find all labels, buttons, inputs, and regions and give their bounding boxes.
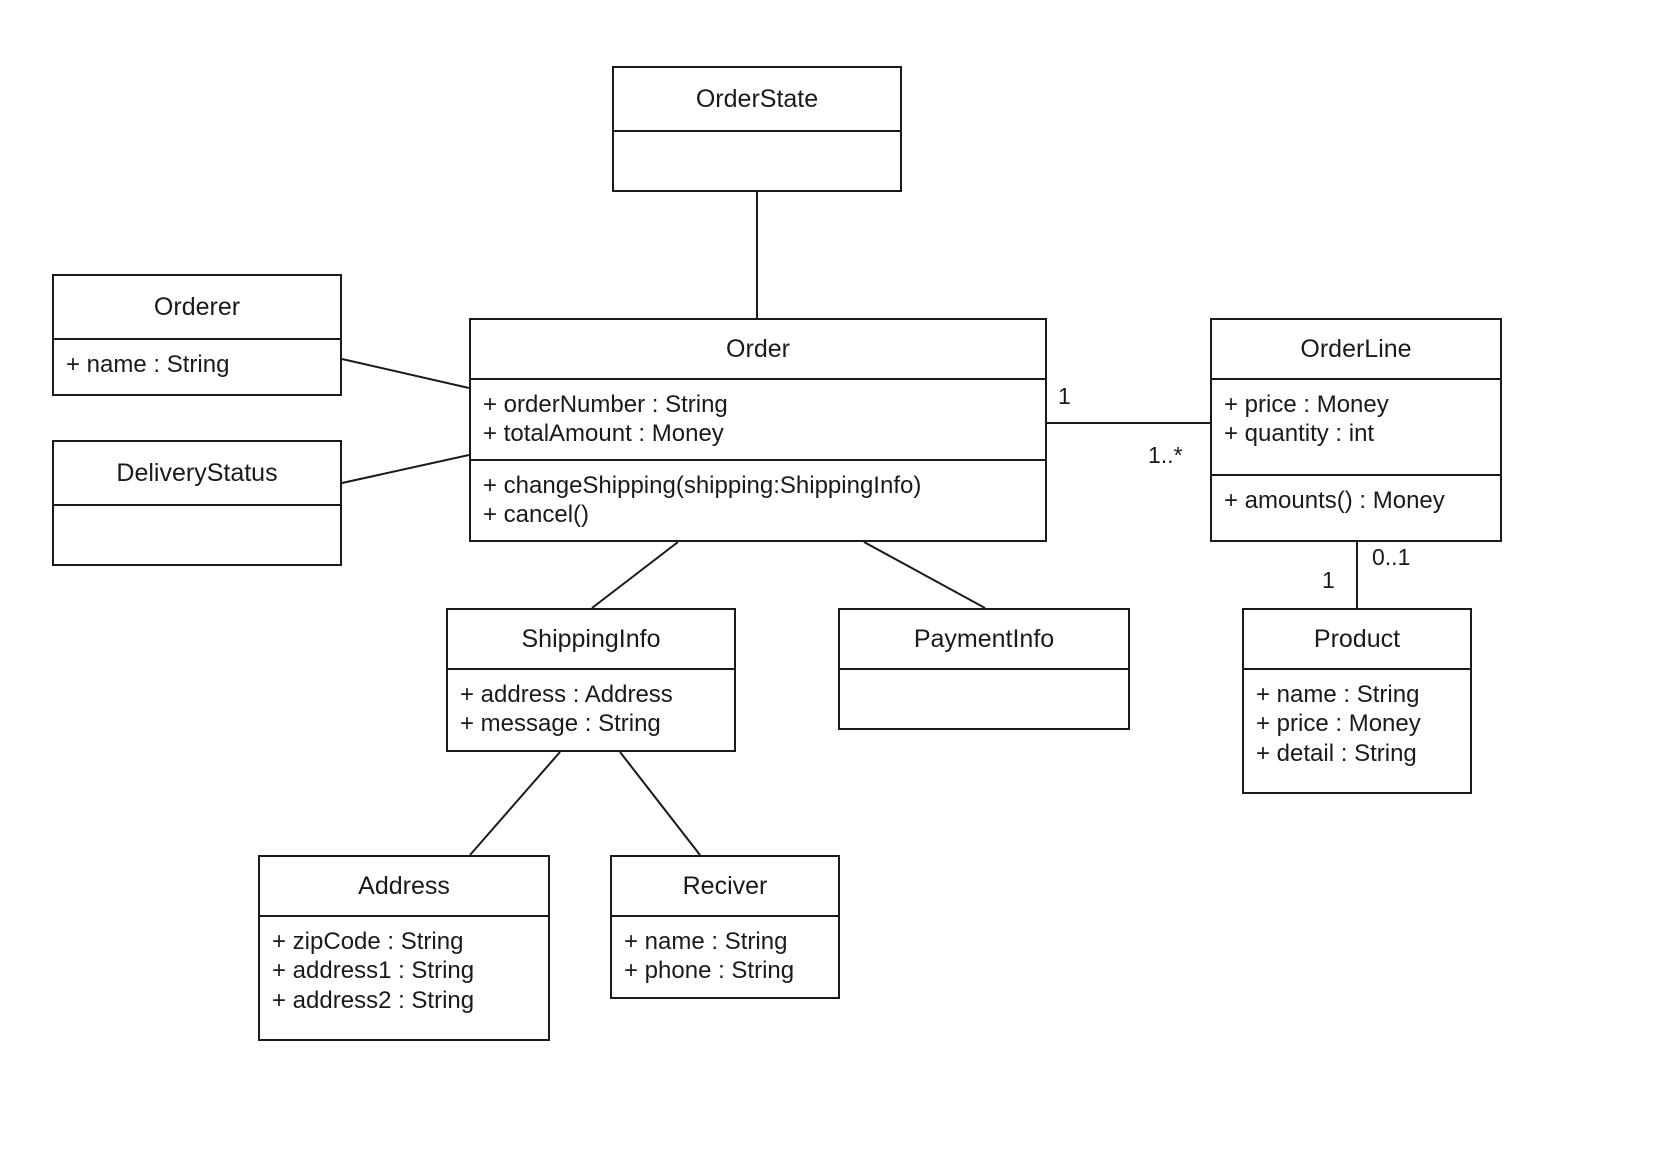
attribute-row: + phone : String — [624, 957, 795, 985]
attribute-row: + quantity : int — [1224, 420, 1375, 448]
attribute-row: + totalAmount : Money — [483, 420, 724, 448]
class-name-orderline: OrderLine — [1300, 335, 1412, 363]
operation-row: + cancel() — [483, 501, 590, 529]
multiplicity-orderline-product-lower: 1 — [1322, 567, 1335, 593]
attribute-row: + address2 : String — [272, 986, 475, 1014]
attributes-compartment-reciver: + name : String+ phone : String — [612, 915, 838, 997]
class-box-product[interactable]: Product + name : String+ price : Money+ d… — [1242, 608, 1472, 794]
class-box-paymentinfo[interactable]: PaymentInfo — [838, 608, 1130, 730]
class-box-orderline[interactable]: OrderLine + price : Money+ quantity : int… — [1210, 318, 1502, 542]
operations-compartment-orderline: + amounts() : Money — [1212, 473, 1500, 540]
class-name-paymentinfo: PaymentInfo — [913, 625, 1055, 653]
attributes-compartment-orderer: + name : String — [54, 338, 340, 394]
class-box-deliverystatus[interactable]: DeliveryStatus — [52, 440, 342, 566]
attribute-row: + price : Money — [1256, 710, 1421, 738]
operations-compartment-order: + changeShipping(shipping:ShippingInfo)+… — [471, 459, 1045, 540]
class-box-orderstate[interactable]: OrderState — [612, 66, 902, 192]
attribute-row: + address : Address — [460, 681, 673, 708]
class-box-address[interactable]: Address + zipCode : String+ address1 : St… — [258, 855, 550, 1041]
association-deliverystatus-order — [341, 454, 470, 484]
multiplicity-orderline-product-upper: 0..1 — [1372, 544, 1411, 570]
attribute-row: + name : String — [624, 928, 788, 955]
attributes-compartment-orderstate — [614, 130, 900, 190]
attribute-row: + message : String — [460, 710, 661, 738]
attributes-compartment-shippinginfo: + address : Address+ message : String — [448, 668, 734, 750]
class-name-orderstate: OrderState — [695, 85, 819, 113]
attribute-row: + price : Money — [1224, 391, 1389, 418]
attributes-compartment-order: + orderNumber : String+ totalAmount : Mo… — [471, 378, 1045, 459]
attribute-row: + name : String — [1256, 681, 1420, 708]
class-box-reciver[interactable]: Reciver + name : String+ phone : String — [610, 855, 840, 999]
attributes-compartment-deliverystatus — [54, 504, 340, 564]
attribute-row: + zipCode : String — [272, 928, 464, 955]
operation-row: + amounts() : Money — [1224, 486, 1445, 514]
class-name-product: Product — [1313, 625, 1401, 653]
class-box-order[interactable]: Order + orderNumber : String+ totalAmount… — [469, 318, 1047, 542]
class-name-deliverystatus: DeliveryStatus — [116, 459, 278, 487]
attributes-compartment-paymentinfo — [840, 668, 1128, 728]
class-name-order: Order — [726, 335, 790, 363]
multiplicity-orderline-side: 1..* — [1148, 442, 1183, 468]
attributes-compartment-address: + zipCode : String+ address1 : String+ a… — [260, 915, 548, 1039]
multiplicity-order-side: 1 — [1058, 383, 1071, 409]
class-name-address: Address — [358, 872, 450, 900]
class-name-reciver: Reciver — [682, 872, 768, 900]
class-name-shippinginfo: ShippingInfo — [521, 625, 661, 653]
association-order-shippinginfo — [591, 541, 679, 609]
operation-row: + changeShipping(shipping:ShippingInfo) — [483, 472, 922, 499]
attributes-compartment-orderline: + price : Money+ quantity : int — [1212, 378, 1500, 474]
association-shippinginfo-reciver — [619, 751, 701, 856]
class-box-orderer[interactable]: Orderer + name : String — [52, 274, 342, 396]
attribute-row: + orderNumber : String — [483, 391, 728, 418]
attribute-row: + name : String — [66, 351, 230, 378]
association-shippinginfo-address — [469, 751, 561, 856]
association-orderer-order — [341, 358, 470, 389]
class-box-shippinginfo[interactable]: ShippingInfo + address : Address+ message… — [446, 608, 736, 752]
class-name-orderer: Orderer — [153, 293, 241, 321]
association-order-paymentinfo — [863, 541, 986, 609]
attribute-row: + detail : String — [1256, 739, 1417, 767]
attributes-compartment-product: + name : String+ price : Money+ detail :… — [1244, 668, 1470, 792]
attribute-row: + address1 : String — [272, 957, 475, 985]
